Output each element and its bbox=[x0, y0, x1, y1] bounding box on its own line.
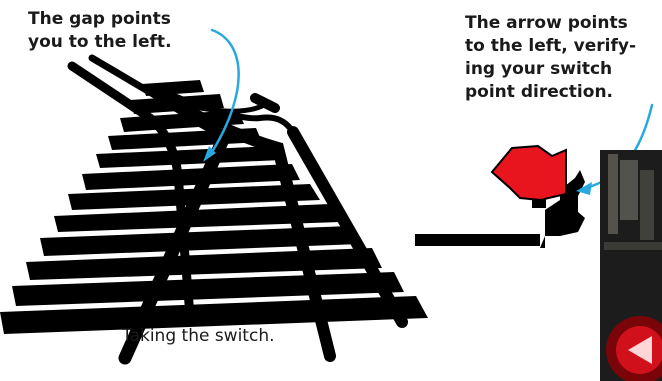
gap-annotation: The gap points you to the left. bbox=[28, 8, 228, 54]
railway-switch-photo bbox=[600, 150, 662, 381]
diagram-caption: Taking the switch. bbox=[122, 326, 275, 346]
switch-target-flag-icon bbox=[492, 146, 566, 200]
arrow-annotation: The arrow points to the left, verify- in… bbox=[465, 12, 662, 104]
